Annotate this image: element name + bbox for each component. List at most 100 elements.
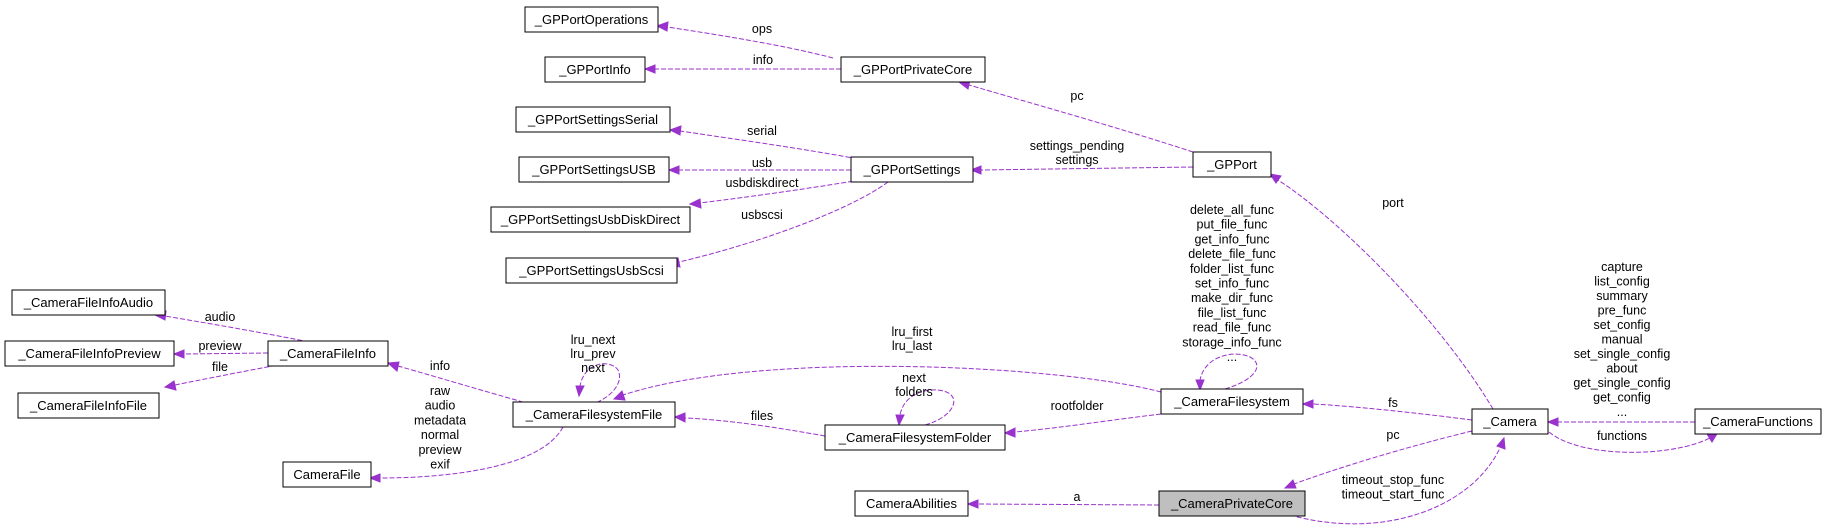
edge-label-line: next — [902, 371, 926, 385]
label-preview: preview — [198, 339, 242, 353]
svg-text:_GPPortSettingsUsbDiskDirect: _GPPortSettingsUsbDiskDirect — [500, 212, 681, 227]
node-gpportsettingsusb[interactable]: _GPPortSettingsUSB — [518, 156, 670, 183]
edge-label-line: get_config — [1593, 391, 1651, 405]
node-gpportsettingsusbscsi[interactable]: _GPPortSettingsUsbScsi — [505, 257, 678, 284]
svg-text:_Camera: _Camera — [1482, 414, 1537, 429]
label-functions: functions — [1597, 429, 1647, 443]
edge-label-line: exif — [430, 458, 450, 472]
svg-text:_CameraFunctions: _CameraFunctions — [1702, 414, 1813, 429]
svg-text:_GPPortSettingsUSB: _GPPortSettingsUSB — [531, 162, 656, 177]
edge-label-line: set_config — [1594, 318, 1651, 332]
node-gpportinfo[interactable]: _GPPortInfo — [544, 56, 646, 83]
edge-label-line: settings_pending — [1030, 139, 1125, 153]
edge-label-line: delete_file_func — [1188, 247, 1276, 261]
node-gpportprivatecore[interactable]: _GPPortPrivateCore — [840, 56, 986, 83]
edge-label-line: ... — [1227, 350, 1237, 364]
node-camerafile[interactable]: CameraFile — [282, 461, 372, 488]
edge-label-line: make_dir_func — [1191, 291, 1273, 305]
node-camerafileinfoaudio[interactable]: _CameraFileInfoAudio — [11, 289, 166, 316]
node-camerafilesystemfile[interactable]: _CameraFilesystemFile — [512, 401, 676, 428]
edge-port — [1268, 173, 1494, 410]
edge-usbdiskdirect — [688, 179, 861, 209]
node-camerafunctions[interactable]: _CameraFunctions — [1694, 408, 1822, 435]
edge-info-portinfo — [643, 64, 841, 74]
edge-label-line: manual — [1602, 333, 1643, 347]
edge-label-line: timeout_stop_func — [1342, 473, 1444, 487]
node-gpportoperations[interactable]: _GPPortOperations — [524, 6, 659, 33]
edge-label-line: metadata — [414, 413, 466, 427]
edge-label-line: audio — [425, 399, 456, 413]
edge-label-line: about — [1606, 362, 1638, 376]
svg-text:_GPPortSettingsSerial: _GPPortSettingsSerial — [527, 112, 658, 127]
edge-label-line: lru_first — [892, 325, 934, 339]
node-gpportsettingsserial[interactable]: _GPPortSettingsSerial — [515, 106, 671, 133]
svg-text:_GPPortPrivateCore: _GPPortPrivateCore — [853, 62, 973, 77]
label-info-portinfo: info — [753, 53, 773, 67]
label-pc-port: pc — [1070, 89, 1083, 103]
label-usb: usb — [752, 156, 772, 170]
edge-label-line: file_list_func — [1198, 306, 1267, 320]
label-rootfolder: rootfolder — [1051, 399, 1104, 413]
node-gpportsettings[interactable]: _GPPortSettings — [850, 156, 974, 183]
svg-text:CameraAbilities: CameraAbilities — [866, 496, 958, 511]
svg-text:_CameraFileInfo: _CameraFileInfo — [279, 346, 376, 361]
svg-text:_CameraFileInfoPreview: _CameraFileInfoPreview — [17, 346, 161, 361]
edge-preview — [172, 349, 269, 359]
edge-fsfile-self — [575, 363, 620, 406]
label-fs: fs — [1388, 396, 1398, 410]
svg-text:_GPPortOperations: _GPPortOperations — [534, 12, 649, 27]
label-a: a — [1074, 490, 1081, 504]
edge-label-line: delete_all_func — [1190, 203, 1274, 217]
edge-usb — [667, 165, 851, 175]
edge-folder-self — [895, 389, 955, 427]
edge-info-fileinfo — [386, 361, 538, 407]
node-gpport[interactable]: _GPPort — [1192, 151, 1272, 178]
edge-label-line: list_config — [1594, 275, 1650, 289]
edge-label-line: put_file_func — [1197, 218, 1268, 232]
edge-camerafile — [368, 426, 564, 483]
edge-label-line: set_info_func — [1195, 277, 1269, 291]
node-camerafilesystem[interactable]: _CameraFilesystem — [1160, 388, 1304, 415]
edge-label-line: pre_func — [1598, 304, 1647, 318]
edge-lru — [612, 365, 1162, 401]
node-camerafileinfopreview[interactable]: _CameraFileInfoPreview — [4, 340, 175, 367]
node-camera[interactable]: _Camera — [1471, 408, 1549, 435]
edge-label-line: settings — [1055, 153, 1098, 167]
node-gpportsettingsusbdiskdirect[interactable]: _GPPortSettingsUsbDiskDirect — [490, 206, 691, 233]
label-info-fileinfo: info — [430, 359, 450, 373]
edge-label-line: ... — [1617, 405, 1627, 419]
edge-functions-list — [1546, 417, 1695, 427]
edge-fs — [1301, 399, 1473, 421]
edge-label-line: read_file_func — [1193, 321, 1272, 335]
svg-text:_CameraFilesystem: _CameraFilesystem — [1173, 394, 1290, 409]
edge-label-line: preview — [418, 443, 462, 457]
node-cameraprivatecore[interactable]: _CameraPrivateCore — [1158, 490, 1306, 517]
node-camerafileinfofile[interactable]: _CameraFileInfoFile — [17, 392, 160, 419]
edge-fs-self — [1195, 353, 1258, 392]
edge-label-line: lru_next — [571, 333, 616, 347]
node-camerafileinfo[interactable]: _CameraFileInfo — [267, 340, 389, 367]
edge-label-line: lru_last — [892, 339, 933, 353]
node-camerafilesystemfolder[interactable]: _CameraFilesystemFolder — [824, 424, 1006, 451]
edge-label-line: storage_info_func — [1182, 335, 1281, 349]
svg-text:_GPPortSettingsUsbScsi: _GPPortSettingsUsbScsi — [518, 263, 664, 278]
edge-label-line: raw — [430, 384, 451, 398]
svg-text:_CameraPrivateCore: _CameraPrivateCore — [1170, 496, 1293, 511]
edge-usbscsi — [667, 181, 889, 268]
edge-pc-camera — [1283, 430, 1473, 489]
label-port: port — [1382, 196, 1404, 210]
edge-rootfolder — [1003, 413, 1162, 438]
svg-text:_CameraFilesystemFolder: _CameraFilesystemFolder — [838, 430, 992, 445]
svg-text:_GPPortSettings: _GPPortSettings — [863, 162, 961, 177]
edge-timeout — [1289, 436, 1506, 525]
label-serial: serial — [747, 124, 777, 138]
edge-label-line: get_info_func — [1194, 232, 1269, 246]
edge-label-line: lru_prev — [570, 347, 616, 361]
node-cameraabilities[interactable]: CameraAbilities — [854, 490, 969, 517]
